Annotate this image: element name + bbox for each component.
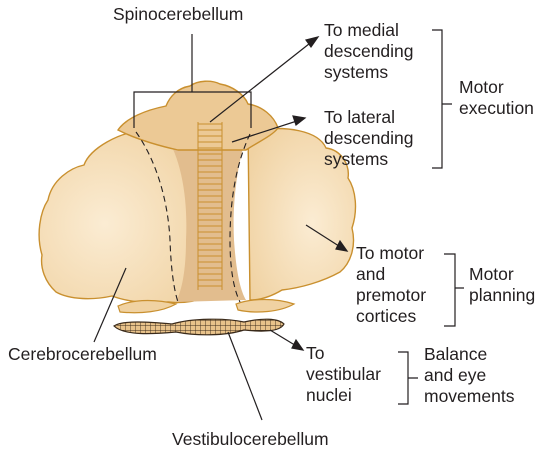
flocculonodular-lobe	[114, 319, 284, 335]
lateral-arrowhead	[293, 116, 305, 125]
vestibular-arrowhead	[292, 340, 303, 350]
lateral-output-label: To lateral descending systems	[324, 107, 414, 170]
bottom-right-lobe	[236, 300, 294, 313]
balance-bracket	[398, 352, 418, 404]
vestibulocerebellum-pointer	[228, 332, 262, 420]
motor-execution-bracket	[432, 30, 452, 168]
motor-planning-label: Motor planning	[469, 264, 535, 306]
motor-planning-bracket	[444, 254, 464, 326]
balance-label: Balance and eye movements	[424, 344, 514, 407]
motor-cortices-label: To motor and premotor cortices	[356, 243, 426, 327]
cerebrocerebellum-label: Cerebrocerebellum	[8, 344, 157, 365]
vestibular-output-label: To vestibular nuclei	[306, 343, 381, 406]
medial-output-label: To medial descending systems	[324, 20, 414, 83]
vestibulocerebellum-label: Vestibulocerebellum	[172, 429, 329, 450]
spinocerebellum-label: Spinocerebellum	[113, 4, 243, 25]
motor-execution-label: Motor execution	[459, 77, 534, 119]
bottom-left-lobe	[118, 301, 176, 313]
